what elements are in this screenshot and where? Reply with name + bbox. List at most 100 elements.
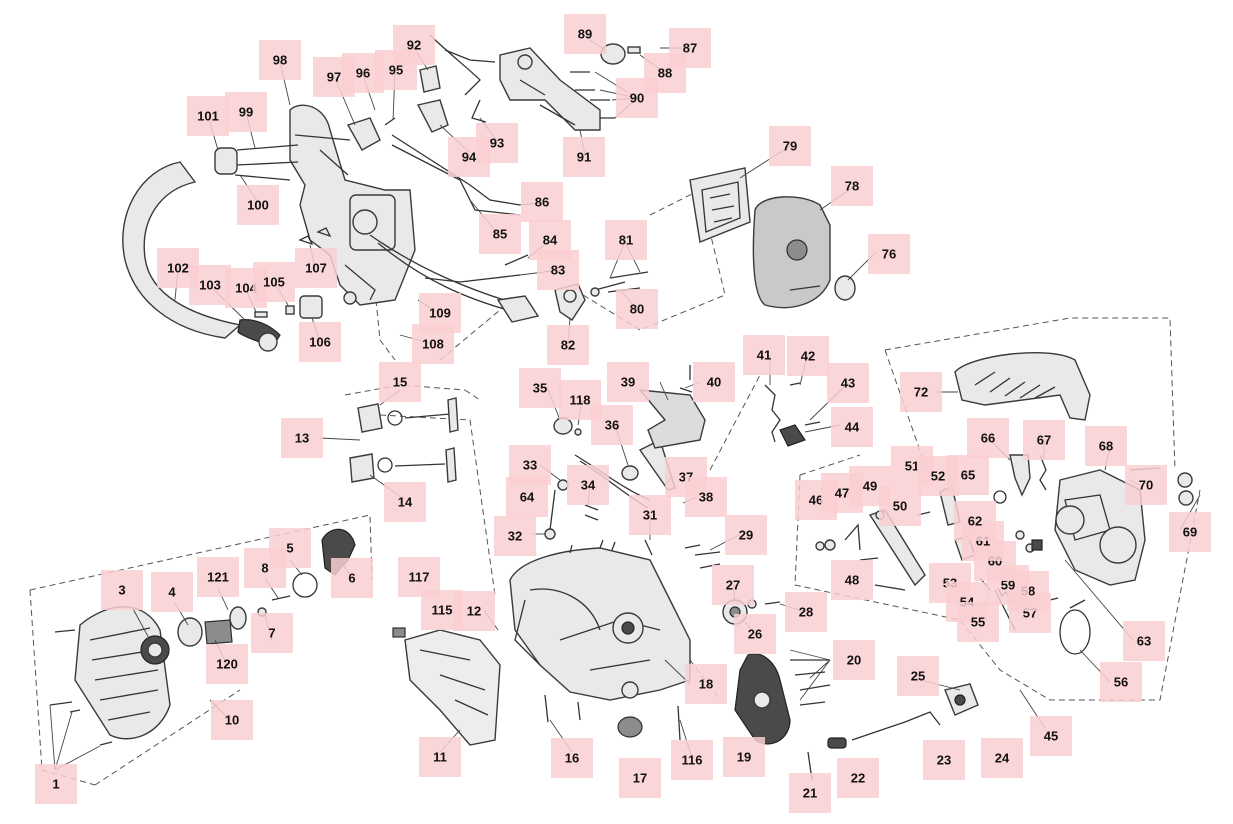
callout-15: 15	[379, 362, 421, 402]
brake-parts-41-44	[764, 382, 821, 447]
callout-highlight	[237, 185, 279, 225]
callout-label: 23	[937, 753, 951, 768]
callout-highlight	[616, 289, 658, 329]
callout-89: 89	[564, 14, 606, 54]
callout-20: 20	[833, 640, 875, 680]
callout-label: 8	[261, 561, 268, 576]
callout-56: 56	[1100, 662, 1142, 702]
callout-label: 99	[239, 105, 253, 120]
callout-label: 100	[247, 198, 269, 213]
callout-100: 100	[237, 185, 279, 225]
callout-label: 16	[565, 751, 579, 766]
callout-highlight	[743, 335, 785, 375]
callout-48: 48	[831, 560, 873, 600]
callout-label: 78	[845, 179, 859, 194]
callout-label: 41	[757, 348, 771, 363]
callout-highlight	[619, 758, 661, 798]
callout-19: 19	[723, 737, 765, 777]
callout-label: 13	[295, 431, 309, 446]
callout-14: 14	[384, 482, 426, 522]
callout-label: 1	[52, 777, 59, 792]
callout-highlight	[787, 336, 829, 376]
callout-highlight	[712, 565, 754, 605]
callout-11: 11	[419, 737, 461, 777]
callout-label: 93	[490, 136, 504, 151]
callout-label: 62	[968, 514, 982, 529]
callout-32: 32	[494, 516, 536, 556]
brake-band-56	[1059, 599, 1091, 655]
callout-label: 4	[168, 585, 176, 600]
callout-label: 81	[619, 233, 633, 248]
callout-label: 108	[422, 337, 444, 352]
callout-85: 85	[479, 214, 521, 254]
callout-label: 27	[726, 578, 740, 593]
callout-41: 41	[743, 335, 785, 375]
callout-label: 69	[1183, 525, 1197, 540]
callout-label: 36	[605, 418, 619, 433]
callout-highlight	[197, 557, 239, 597]
callout-6: 6	[331, 558, 373, 598]
callout-120: 120	[206, 644, 248, 684]
callout-76: 76	[868, 234, 910, 274]
callout-label: 115	[432, 603, 453, 618]
callout-91: 91	[563, 137, 605, 177]
callout-65: 65	[947, 455, 989, 495]
callout-79: 79	[769, 126, 811, 166]
callout-38: 38	[685, 477, 727, 517]
callout-label: 82	[561, 338, 575, 353]
callout-106: 106	[299, 322, 341, 362]
bar-plate-19	[734, 653, 831, 745]
callout-highlight	[567, 465, 609, 505]
callout-highlight	[564, 14, 606, 54]
callout-label: 7	[268, 626, 275, 641]
callout-label: 106	[309, 335, 331, 350]
callout-28: 28	[785, 592, 827, 632]
callout-label: 29	[739, 528, 753, 543]
callout-label: 101	[197, 109, 219, 124]
callout-86: 86	[521, 182, 563, 222]
callout-highlight	[494, 516, 536, 556]
callout-label: 55	[971, 615, 985, 630]
air-filter-cover-78	[752, 196, 831, 309]
callout-109: 109	[419, 293, 461, 333]
callout-23: 23	[923, 740, 965, 780]
callout-highlight	[831, 407, 873, 447]
callout-label: 79	[783, 139, 797, 154]
callout-highlight	[331, 558, 373, 598]
callout-highlight	[923, 740, 965, 780]
callout-label: 97	[327, 70, 341, 85]
callout-118: 118	[559, 380, 601, 420]
callout-highlight	[725, 515, 767, 555]
callout-highlight	[693, 362, 735, 402]
callout-highlight	[519, 368, 561, 408]
callout-8: 8	[244, 548, 286, 588]
callout-label: 91	[577, 150, 591, 165]
callout-13: 13	[281, 418, 323, 458]
callout-highlight	[954, 501, 996, 541]
callout-label: 67	[1037, 433, 1051, 448]
callout-29: 29	[725, 515, 767, 555]
callout-18: 18	[685, 664, 727, 704]
callout-40: 40	[693, 362, 735, 402]
callout-highlight	[529, 220, 571, 260]
callout-68: 68	[1085, 426, 1127, 466]
callout-label: 59	[1001, 578, 1015, 593]
callout-81: 81	[605, 220, 647, 260]
callout-label: 22	[851, 771, 865, 786]
callout-highlight	[1169, 512, 1211, 552]
callout-label: 51	[905, 459, 919, 474]
callout-highlight	[251, 613, 293, 653]
callout-25: 25	[897, 656, 939, 696]
callout-label: 117	[409, 570, 430, 585]
callout-highlight	[897, 656, 939, 696]
callout-label: 49	[863, 479, 877, 494]
callout-label: 46	[809, 493, 823, 508]
callout-label: 65	[961, 468, 975, 483]
callout-label: 17	[633, 771, 647, 786]
callout-highlight	[1100, 662, 1142, 702]
air-filter-79	[689, 167, 751, 243]
callout-highlight	[967, 418, 1009, 458]
callout-80: 80	[616, 289, 658, 329]
callout-label: 84	[543, 233, 558, 248]
callout-label: 12	[467, 604, 481, 619]
